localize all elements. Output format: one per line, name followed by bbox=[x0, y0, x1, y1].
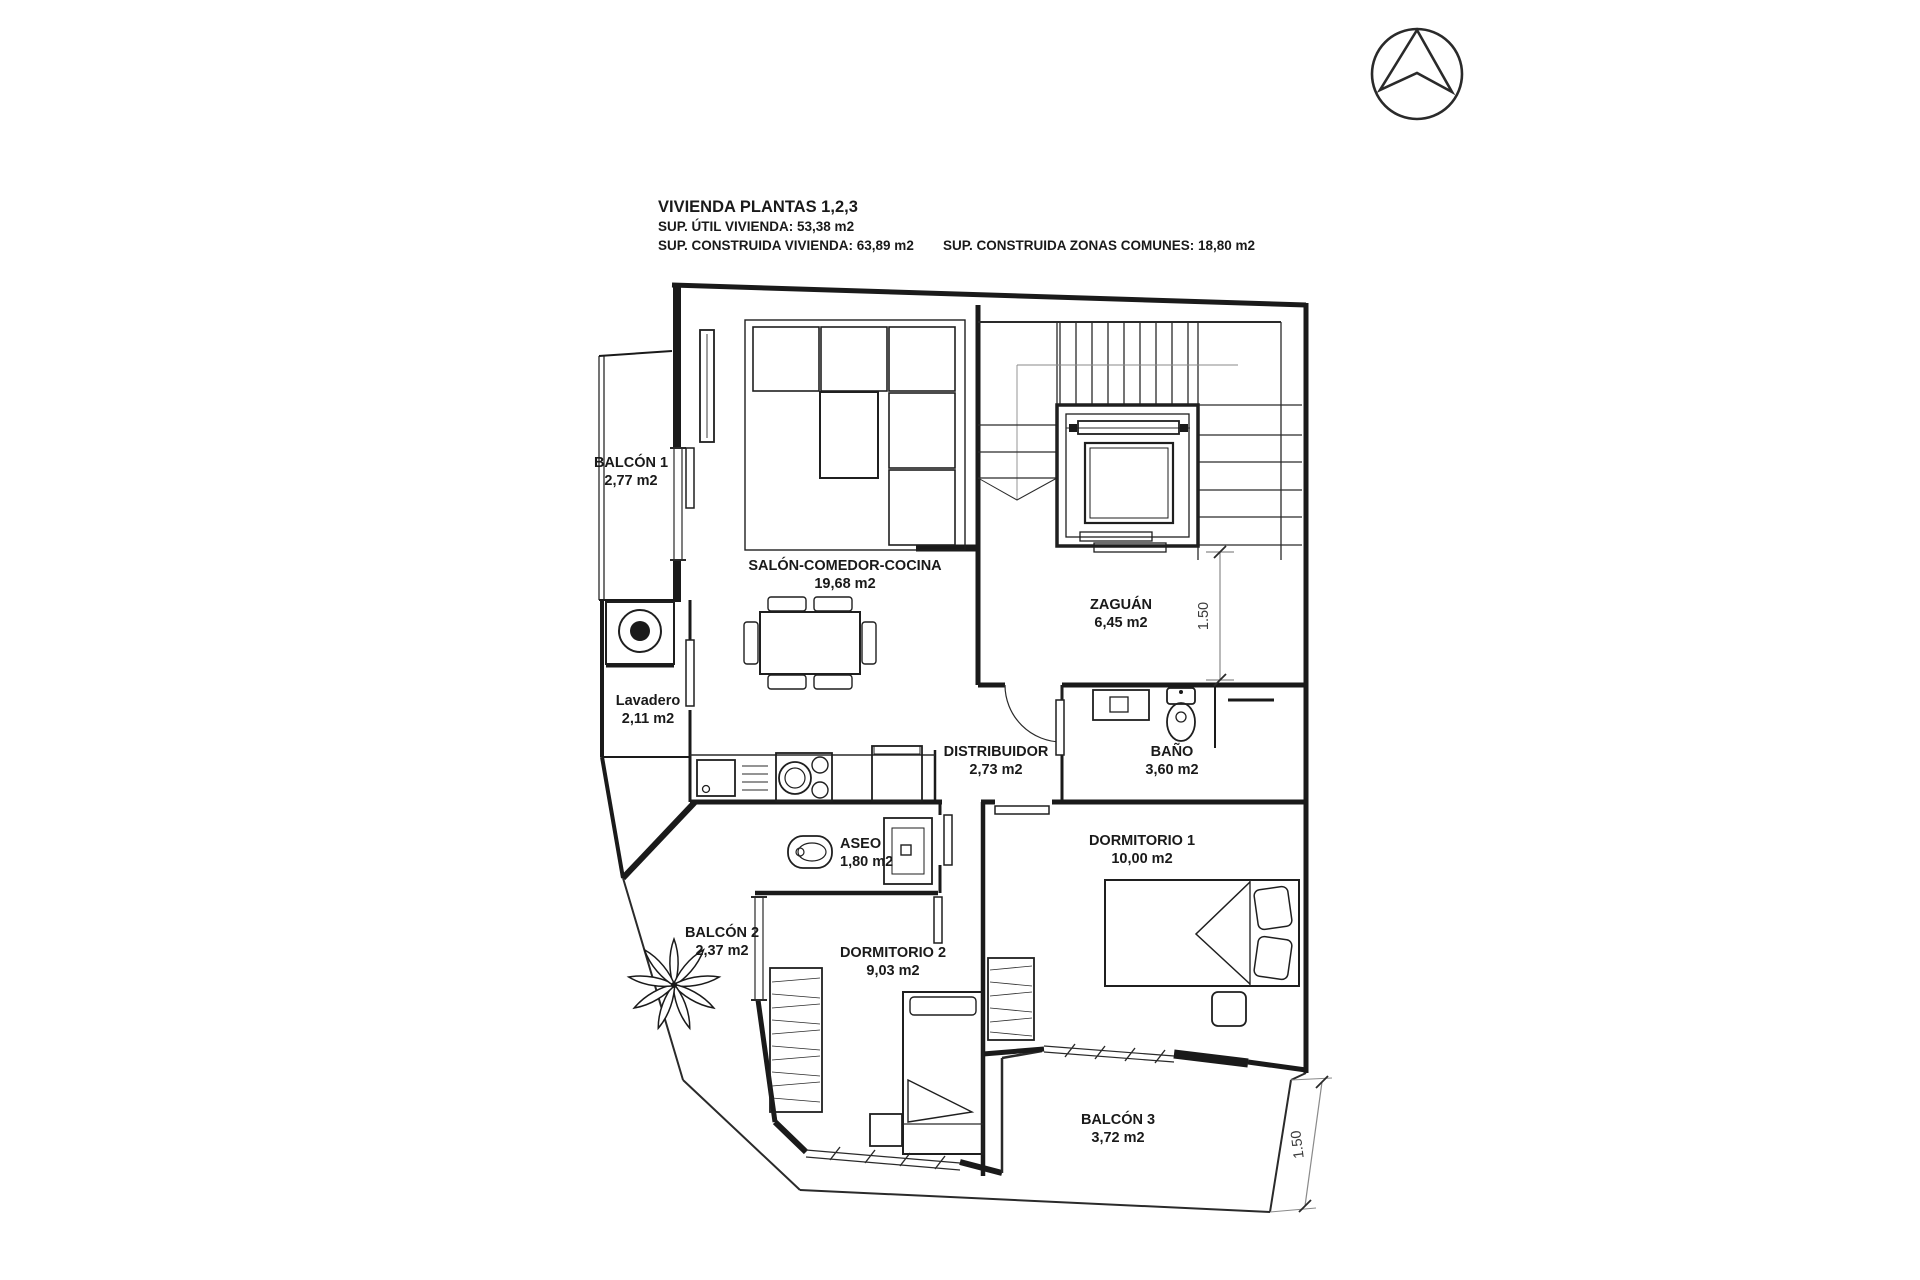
north-arrow-icon bbox=[1370, 27, 1464, 121]
staircase bbox=[977, 321, 1302, 560]
svg-text:ASEO: ASEO bbox=[840, 836, 881, 852]
washing-machine bbox=[605, 601, 675, 668]
windows bbox=[670, 447, 1175, 1171]
svg-text:DORMITORIO 1: DORMITORIO 1 bbox=[1089, 833, 1195, 849]
svg-text:DORMITORIO 2: DORMITORIO 2 bbox=[840, 945, 946, 961]
title-block: VIVIENDA PLANTAS 1,2,3 SUP. ÚTIL VIVIEND… bbox=[658, 198, 1255, 253]
svg-text:BAÑO: BAÑO bbox=[1151, 742, 1194, 760]
svg-text:ZAGUÁN: ZAGUÁN bbox=[1090, 596, 1152, 613]
room-label-zaguan: ZAGUÁN 6,45 m2 bbox=[1090, 596, 1152, 631]
svg-text:BALCÓN 1: BALCÓN 1 bbox=[594, 453, 668, 471]
toilet-aseo bbox=[787, 835, 833, 869]
fridge bbox=[871, 745, 923, 802]
svg-text:BALCÓN 2: BALCÓN 2 bbox=[685, 923, 759, 941]
room-label-distribuidor: DISTRIBUIDOR 2,73 m2 bbox=[944, 744, 1049, 778]
pillow bbox=[1253, 885, 1293, 931]
svg-text:6,45 m2: 6,45 m2 bbox=[1094, 615, 1147, 631]
svg-text:2,11 m2: 2,11 m2 bbox=[622, 711, 674, 727]
svg-text:2,37 m2: 2,37 m2 bbox=[695, 943, 748, 959]
svg-text:3,72 m2: 3,72 m2 bbox=[1091, 1130, 1144, 1146]
interior-walls bbox=[688, 305, 1307, 1176]
pillow bbox=[909, 996, 977, 1016]
dimension-label: 1.50 bbox=[1196, 602, 1212, 630]
svg-text:3,60 m2: 3,60 m2 bbox=[1145, 762, 1198, 778]
window-salon-balcon1 bbox=[670, 447, 695, 561]
svg-text:19,68 m2: 19,68 m2 bbox=[814, 576, 875, 592]
room-label-balcon1: BALCÓN 1 2,77 m2 bbox=[594, 453, 668, 489]
elevator-door-end bbox=[1069, 424, 1077, 432]
shower-aseo bbox=[883, 817, 933, 885]
room-label-aseo: ASEO 1,80 m2 bbox=[840, 836, 893, 870]
room-label-dormitorio2: DORMITORIO 2 9,03 m2 bbox=[840, 945, 946, 979]
svg-text:1,80 m2: 1,80 m2 bbox=[840, 854, 893, 870]
dimension-balcon3: 1.50 bbox=[1269, 1075, 1333, 1213]
dorm1-door-leaf bbox=[994, 805, 1050, 815]
window-dorm2-balcon2 bbox=[751, 896, 767, 1001]
blanket-fold bbox=[1194, 881, 1251, 985]
plant-icon bbox=[626, 936, 722, 1031]
dimension-label: 1.50 bbox=[1288, 1130, 1307, 1160]
svg-text:Lavadero: Lavadero bbox=[616, 693, 681, 709]
room-label-lavadero: Lavadero 2,11 m2 bbox=[616, 693, 681, 727]
dining-table bbox=[743, 596, 877, 690]
svg-text:10,00 m2: 10,00 m2 bbox=[1111, 851, 1172, 867]
dimension-zaguan: 1.50 bbox=[1196, 545, 1234, 687]
room-label-balcon2: BALCÓN 2 2,37 m2 bbox=[685, 923, 759, 959]
plan-title: VIVIENDA PLANTAS 1,2,3 bbox=[658, 198, 858, 216]
chair bbox=[743, 621, 759, 665]
toilet-bano bbox=[1166, 687, 1196, 742]
room-label-dormitorio1: DORMITORIO 1 10,00 m2 bbox=[1089, 833, 1195, 867]
dorm2-door-leaf bbox=[933, 896, 943, 944]
bed-dormitorio-2 bbox=[869, 991, 984, 1155]
svg-text:BALCÓN 3: BALCÓN 3 bbox=[1081, 1110, 1155, 1128]
bed-dormitorio-1 bbox=[1104, 879, 1300, 1027]
chair bbox=[813, 596, 853, 612]
svg-text:SALÓN-COMEDOR-COCINA: SALÓN-COMEDOR-COCINA bbox=[748, 556, 942, 574]
svg-text:2,77 m2: 2,77 m2 bbox=[604, 473, 657, 489]
room-label-salon: SALÓN-COMEDOR-COCINA 19,68 m2 bbox=[748, 556, 942, 592]
entrance-door bbox=[1004, 684, 1064, 743]
aseo-door-leaf bbox=[943, 814, 953, 866]
nightstand bbox=[1211, 991, 1247, 1027]
aseo-fixtures bbox=[787, 817, 933, 885]
elevator-door-track bbox=[1077, 420, 1180, 435]
room-label-bano: BAÑO 3,60 m2 bbox=[1145, 742, 1198, 778]
elevator bbox=[1055, 403, 1200, 553]
chair bbox=[861, 621, 877, 665]
sup-util-text: SUP. ÚTIL VIVIENDA: 53,38 m2 bbox=[658, 219, 854, 234]
window-dorm1-balcon3 bbox=[1043, 1043, 1175, 1064]
lavadero-door-leaf bbox=[685, 639, 695, 707]
wardrobe-dormitorio-1 bbox=[987, 957, 1035, 1041]
room-label-balcon3: BALCÓN 3 3,72 m2 bbox=[1081, 1110, 1155, 1146]
svg-text:DISTRIBUIDOR: DISTRIBUIDOR bbox=[944, 744, 1049, 760]
chair bbox=[813, 674, 853, 690]
sup-zonas-comunes-text: SUP. CONSTRUIDA ZONAS COMUNES: 18,80 m2 bbox=[943, 238, 1255, 253]
window-dorm2-south bbox=[805, 1146, 961, 1171]
sup-construida-text: SUP. CONSTRUIDA VIVIENDA: 63,89 m2 bbox=[658, 238, 914, 253]
rug bbox=[744, 319, 966, 551]
elevator-door-end bbox=[1180, 424, 1188, 432]
svg-text:2,73 m2: 2,73 m2 bbox=[969, 762, 1022, 778]
coffee-table bbox=[819, 391, 879, 479]
living-room-furniture bbox=[699, 319, 966, 690]
svg-text:9,03 m2: 9,03 m2 bbox=[866, 963, 919, 979]
nightstand bbox=[869, 1113, 903, 1147]
kitchen-sink bbox=[696, 759, 768, 797]
balcony-door-leaf bbox=[685, 447, 695, 509]
bano-fixtures bbox=[1092, 687, 1274, 742]
chair bbox=[767, 674, 807, 690]
sofa bbox=[752, 326, 956, 546]
bathroom-sink bbox=[1092, 689, 1150, 721]
bano-door-leaf bbox=[1055, 699, 1065, 756]
chair bbox=[767, 596, 807, 612]
room-labels: BALCÓN 1 2,77 m2 SALÓN-COMEDOR-COCINA 19… bbox=[594, 453, 1199, 1146]
pillow bbox=[1253, 935, 1293, 981]
blanket-fold bbox=[907, 1078, 975, 1123]
kitchen bbox=[690, 745, 935, 802]
tv-unit bbox=[699, 329, 715, 443]
stove bbox=[775, 752, 833, 802]
doors bbox=[685, 639, 1065, 944]
wardrobe-dormitorio-2 bbox=[769, 967, 823, 1113]
